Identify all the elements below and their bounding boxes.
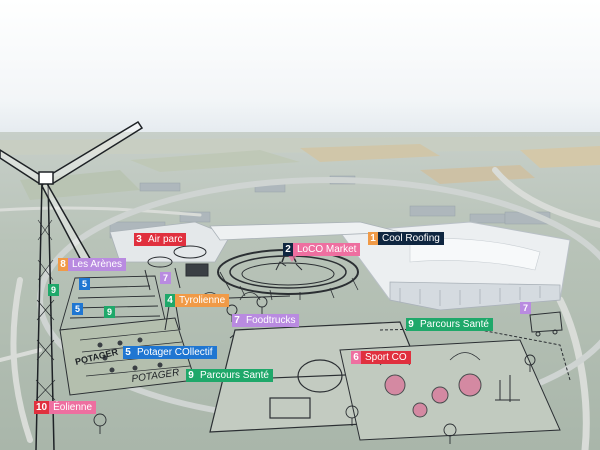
label-parcours-sante-center[interactable]: 9 Parcours Santé (186, 369, 273, 382)
label-eolienne-number: 10 (34, 401, 50, 414)
label-foodtrucks[interactable]: 7 Foodtrucks (232, 314, 300, 327)
label-air-parc[interactable]: 3 Air parc (134, 233, 187, 246)
label-loco-market[interactable]: 2 LoCO Market (283, 243, 361, 256)
air-parc-sketch (144, 245, 209, 291)
loco-market-arena (217, 244, 359, 301)
label-potager-collectif[interactable]: 5 Potager COllectif (123, 346, 217, 359)
label-les-arenes[interactable]: 8 Les Arènes (58, 258, 127, 271)
marker-9-arenes[interactable]: 9 (48, 284, 59, 296)
label-parcours-sante-right-number: 9 (406, 318, 416, 331)
label-air-parc-number: 3 (134, 233, 144, 246)
label-parcours-sante-center-text: Parcours Santé (196, 369, 273, 382)
label-cool-roofing-number: 1 (368, 232, 378, 245)
label-parcours-sante-center-number: 9 (186, 369, 196, 382)
label-sport-co-text: Sport CO (361, 351, 411, 364)
label-cool-roofing[interactable]: 1 Cool Roofing (368, 232, 444, 245)
label-potager-collectif-text: Potager COllectif (133, 346, 217, 359)
label-foodtrucks-number: 7 (232, 314, 242, 327)
label-loco-market-number: 2 (283, 243, 293, 256)
label-sport-co[interactable]: 6 Sport CO (351, 351, 411, 364)
sport-co-sketch (339, 339, 561, 441)
label-les-arenes-text: Les Arènes (68, 258, 127, 271)
marker-7-building[interactable]: 7 (520, 302, 531, 314)
label-tyrolienne[interactable]: 4 Tyrolienne (165, 294, 230, 307)
marker-7-arena[interactable]: 7 (160, 272, 171, 284)
label-les-arenes-number: 8 (58, 258, 68, 271)
marker-5-potager[interactable]: 5 (72, 303, 83, 315)
label-tyrolienne-text: Tyrolienne (175, 294, 230, 307)
label-parcours-sante-right[interactable]: 9 Parcours Santé (406, 318, 493, 331)
label-foodtrucks-text: Foodtrucks (242, 314, 300, 327)
label-tyrolienne-number: 4 (165, 294, 175, 307)
label-air-parc-text: Air parc (144, 233, 187, 246)
label-cool-roofing-text: Cool Roofing (378, 232, 444, 245)
label-eolienne[interactable]: 10 Éolienne (34, 401, 97, 414)
sky (0, 0, 600, 140)
label-eolienne-text: Éolienne (49, 401, 97, 414)
label-potager-collectif-number: 5 (123, 346, 133, 359)
marker-5-arenes[interactable]: 5 (79, 278, 90, 290)
label-sport-co-number: 6 (351, 351, 361, 364)
label-loco-market-text: LoCO Market (293, 243, 361, 256)
label-parcours-sante-right-text: Parcours Santé (416, 318, 493, 331)
marker-9-potager[interactable]: 9 (104, 306, 115, 318)
roads (0, 167, 600, 450)
